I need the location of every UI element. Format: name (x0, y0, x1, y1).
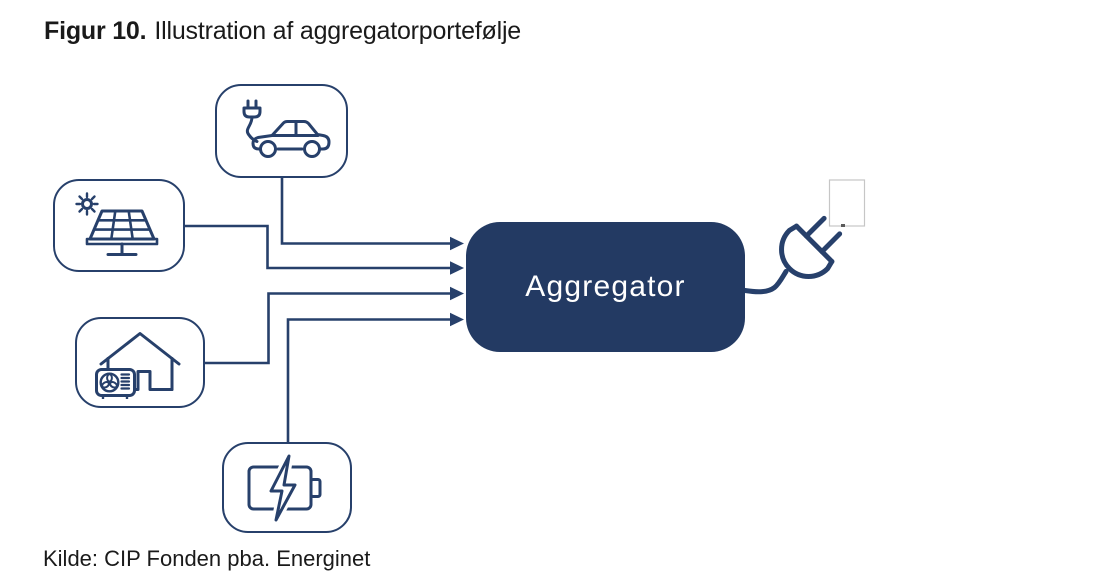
power-plug-icon (779, 215, 843, 279)
figure-title: Figur 10.Illustration af aggregatorporte… (44, 16, 521, 46)
node-electric-car (215, 84, 348, 178)
electric-car-icon (242, 99, 330, 158)
aggregator-box: Aggregator (466, 222, 745, 352)
empty-textbox-artifact (828, 179, 866, 227)
figure-caption: Illustration af aggregatorportefølje (154, 17, 522, 45)
arrowhead-battery (450, 312, 464, 327)
node-solar-panel (53, 179, 185, 272)
arrowhead-solar (450, 261, 464, 275)
arrowhead-car (450, 236, 464, 251)
textbox-artifact-dot (841, 224, 845, 227)
connector-car-line (280, 178, 450, 245)
connector-house-line (205, 292, 450, 365)
solar-panel-icon (75, 191, 159, 256)
node-battery (222, 442, 352, 533)
arrowhead-house (450, 286, 464, 301)
battery-icon (247, 452, 322, 523)
node-house-heat-pump (75, 317, 205, 408)
figure-label: Figur 10. (44, 17, 147, 45)
house-heat-pump-icon (95, 331, 181, 399)
plug-cord (742, 269, 789, 295)
connector-solar-line (185, 224, 450, 270)
source-note: Kilde: CIP Fonden pba. Energinet (43, 546, 371, 571)
aggregator-label: Aggregator (525, 270, 686, 303)
connector-battery-line (286, 318, 450, 442)
arrowheads (450, 236, 464, 327)
